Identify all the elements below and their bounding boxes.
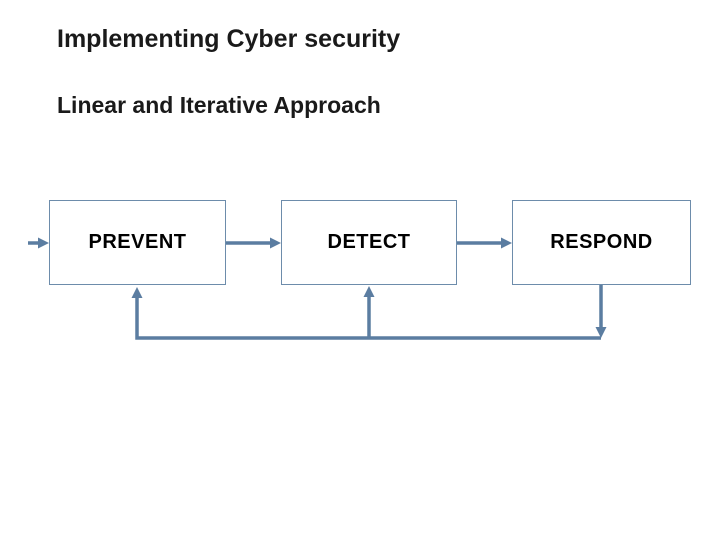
respond-box: RESPOND	[512, 200, 691, 285]
feedback-to-prevent-arrow	[131, 287, 601, 340]
detect-to-respond-arrow	[457, 237, 512, 249]
respond-down-arrow	[595, 285, 607, 338]
prevent-box-label: PREVENT	[88, 231, 187, 253]
entry-arrow	[28, 237, 49, 249]
feedback-to-detect-arrowhead	[363, 286, 375, 297]
detect-to-respond-arrowhead	[501, 237, 512, 249]
prevent-to-detect-arrowhead	[270, 237, 281, 249]
respond-box-label: RESPOND	[550, 231, 653, 253]
respond-down-arrowhead	[595, 327, 607, 338]
slide-title: Implementing Cyber security	[57, 25, 401, 53]
detect-box-label: DETECT	[327, 231, 411, 253]
feedback-to-prevent-arrowhead	[131, 287, 143, 298]
prevent-to-detect-arrow	[226, 237, 281, 249]
slide-subtitle: Linear and Iterative Approach	[57, 92, 381, 118]
feedback-line	[135, 296, 601, 340]
detect-box: DETECT	[281, 200, 457, 285]
entry-arrowhead	[38, 237, 49, 249]
prevent-box: PREVENT	[49, 200, 226, 285]
feedback-to-detect-arrow	[363, 286, 375, 338]
